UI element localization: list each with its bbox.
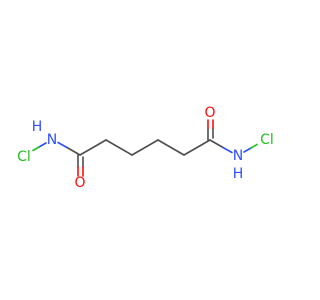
carbon-backbone	[79, 139, 211, 156]
right-amide-group	[207, 119, 258, 154]
atom-h-left: H	[32, 119, 43, 135]
atom-o-left: O	[74, 175, 85, 191]
bond-n-cl-left-blue	[38, 142, 47, 148]
bond-n-cl-left-green	[32, 146, 40, 152]
bond-n-cl-right-green	[250, 143, 258, 149]
structure-diagram: Cl N H O O N H Cl	[17, 105, 274, 191]
atom-n-right: N	[233, 148, 243, 164]
bond-c6-n-right-blue	[222, 146, 233, 154]
atom-cl-left: Cl	[17, 149, 31, 165]
bond-c5-c6	[183, 139, 211, 156]
bond-c4-c5	[157, 139, 185, 156]
left-amide-group	[32, 141, 84, 177]
bond-c1-n-left-blue	[57, 141, 68, 149]
bond-c6-n-right	[209, 139, 224, 149]
atom-cl-right: Cl	[260, 132, 274, 148]
bond-c1-c2	[79, 139, 107, 156]
atom-h-right: H	[233, 166, 244, 182]
bond-c2-c3	[105, 139, 133, 156]
atom-o-right: O	[204, 105, 215, 121]
bond-n-cl-right-blue	[243, 147, 252, 153]
bond-c3-c4	[131, 139, 159, 156]
atom-n-left: N	[47, 132, 57, 148]
bond-c1-n-left	[66, 146, 81, 156]
